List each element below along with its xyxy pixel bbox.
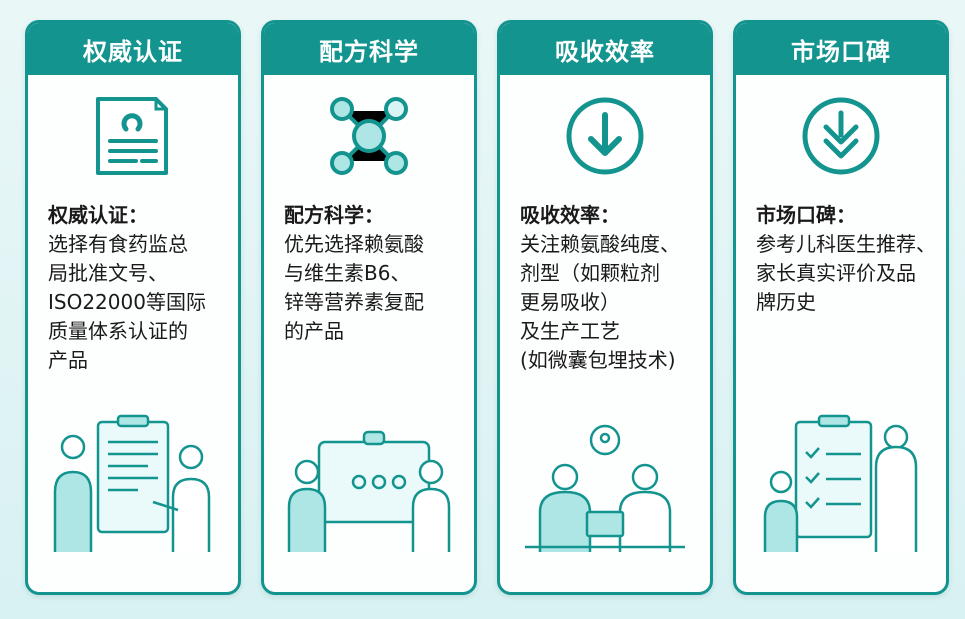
card-text: 市场口碑： 参考儿科医生推荐、 家长真实评价及品 牌历史	[756, 201, 938, 317]
text-line: 与维生素B6、	[284, 261, 411, 285]
text-line: 牌历史	[756, 290, 816, 314]
card-title: 配方科学：	[284, 203, 384, 227]
download-arrow-circle-icon	[566, 97, 644, 175]
card-header: 配方科学	[264, 23, 474, 75]
text-line: 优先选择赖氨酸	[284, 232, 424, 256]
card-formula-science: 配方科学 配方科学： 优先选择赖氨酸 与维生素B6、 锌等营养素复配 的产品	[261, 20, 477, 595]
card-absorption-efficiency: 吸收效率 吸收效率： 关注赖氨酸纯度、 剂型（如颗粒剂 更易吸收） 及生产工艺 …	[497, 20, 713, 595]
text-line: ISO22000等国际	[48, 290, 206, 314]
card-authority-certification: 权威认证 权威认证： 选择有食药监总 局批准文号、 ISO22000等国际 质量…	[25, 20, 241, 595]
text-line: 的产品	[284, 319, 344, 343]
text-line: 质量体系认证的	[48, 319, 188, 343]
text-line: 剂型（如颗粒剂	[520, 261, 660, 285]
doctors-reviewing-document-illustration	[53, 414, 211, 552]
card-title: 吸收效率：	[520, 203, 620, 227]
scientists-at-board-illustration	[287, 430, 451, 552]
text-line: 锌等营养素复配	[284, 290, 424, 314]
doctor-with-checklist-illustration	[763, 414, 918, 552]
text-line: 参考儿科医生推荐、	[756, 232, 936, 256]
certificate-document-icon	[96, 97, 168, 175]
chevrons-down-circle-icon	[802, 97, 880, 175]
text-line: 家长真实评价及品	[756, 261, 916, 285]
card-market-reputation: 市场口碑 市场口碑： 参考儿科医生推荐、 家长真实评价及品 牌历史	[733, 20, 949, 595]
card-text: 权威认证： 选择有食药监总 局批准文号、 ISO22000等国际 质量体系认证的…	[48, 201, 230, 375]
card-title: 权威认证：	[48, 203, 148, 227]
text-line: 局批准文号、	[48, 261, 168, 285]
text-line: 产品	[48, 348, 88, 372]
card-title: 市场口碑：	[756, 203, 856, 227]
molecule-icon	[330, 97, 408, 175]
text-line: (如微囊包埋技术)	[520, 348, 676, 372]
card-header: 吸收效率	[500, 23, 710, 75]
text-line: 选择有食药监总	[48, 232, 188, 256]
card-header: 市场口碑	[736, 23, 946, 75]
card-text: 吸收效率： 关注赖氨酸纯度、 剂型（如颗粒剂 更易吸收） 及生产工艺 (如微囊包…	[520, 201, 702, 375]
consultation-with-laptop-illustration	[525, 424, 685, 552]
card-header: 权威认证	[28, 23, 238, 75]
card-text: 配方科学： 优先选择赖氨酸 与维生素B6、 锌等营养素复配 的产品	[284, 201, 466, 346]
text-line: 及生产工艺	[520, 319, 620, 343]
text-line: 关注赖氨酸纯度、	[520, 232, 680, 256]
text-line: 更易吸收）	[520, 290, 620, 314]
